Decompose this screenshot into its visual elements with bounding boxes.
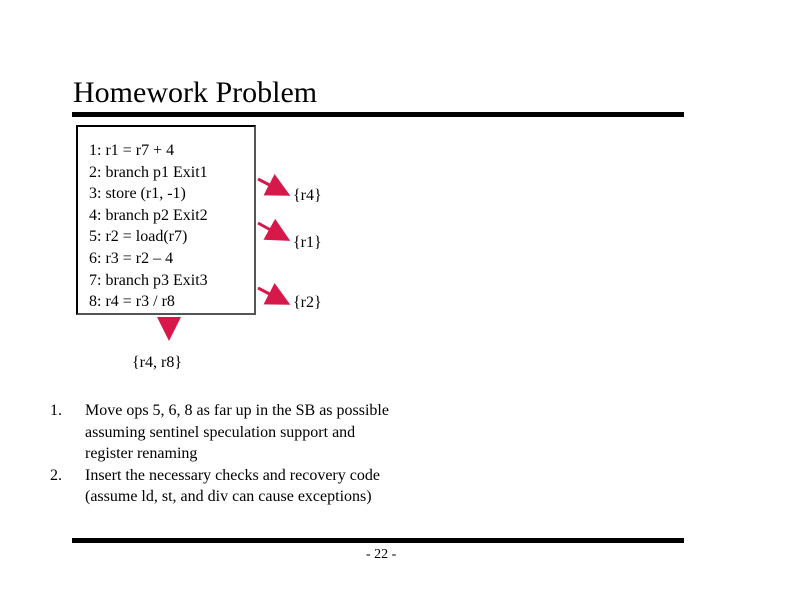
slide-title: Homework Problem [73,76,318,109]
fallthrough-live-set: {r4, r8} [132,354,183,371]
list-item: 1. Move ops 5, 6, 8 as far up in the SB … [50,400,405,465]
superblock-code: 1: r1 = r7 + 4 2: branch p1 Exit1 3: sto… [89,140,208,313]
code-line: 1: r1 = r7 + 4 [89,142,175,159]
code-line: 4: branch p2 Exit2 [89,206,208,224]
task-text: Move ops 5, 6, 8 as far up in the SB as … [85,402,389,463]
exit3-arrow [257,283,291,305]
task-list: 1. Move ops 5, 6, 8 as far up in the SB … [50,400,405,508]
page-number: - 22 - [366,547,397,562]
code-line: 8: r4 = r3 / r8 [89,293,175,311]
code-line: 7: branch p3 Exit3 [89,271,208,289]
code-line: 6: r3 = r2 – 4 [89,249,174,267]
exit2-live-set: {r1} [293,234,322,251]
task-number: 1. [50,402,62,419]
exit3-live-set: {r2} [293,294,322,311]
list-item: 2. Insert the necessary checks and recov… [50,465,405,508]
exit1-arrow [257,174,291,196]
code-line: 3: store (r1, -1) [89,185,186,203]
code-line: 5: r2 = load(r7) [89,228,188,246]
title-divider [72,112,684,117]
task-number: 2. [50,466,62,484]
exit2-arrow [257,218,291,241]
exit1-live-set: {r4} [293,187,322,204]
code-line: 2: branch p1 Exit1 [89,163,208,181]
superblock-box [76,125,256,315]
task-text: Insert the necessary checks and recovery… [85,466,380,506]
footer-divider [72,538,684,543]
